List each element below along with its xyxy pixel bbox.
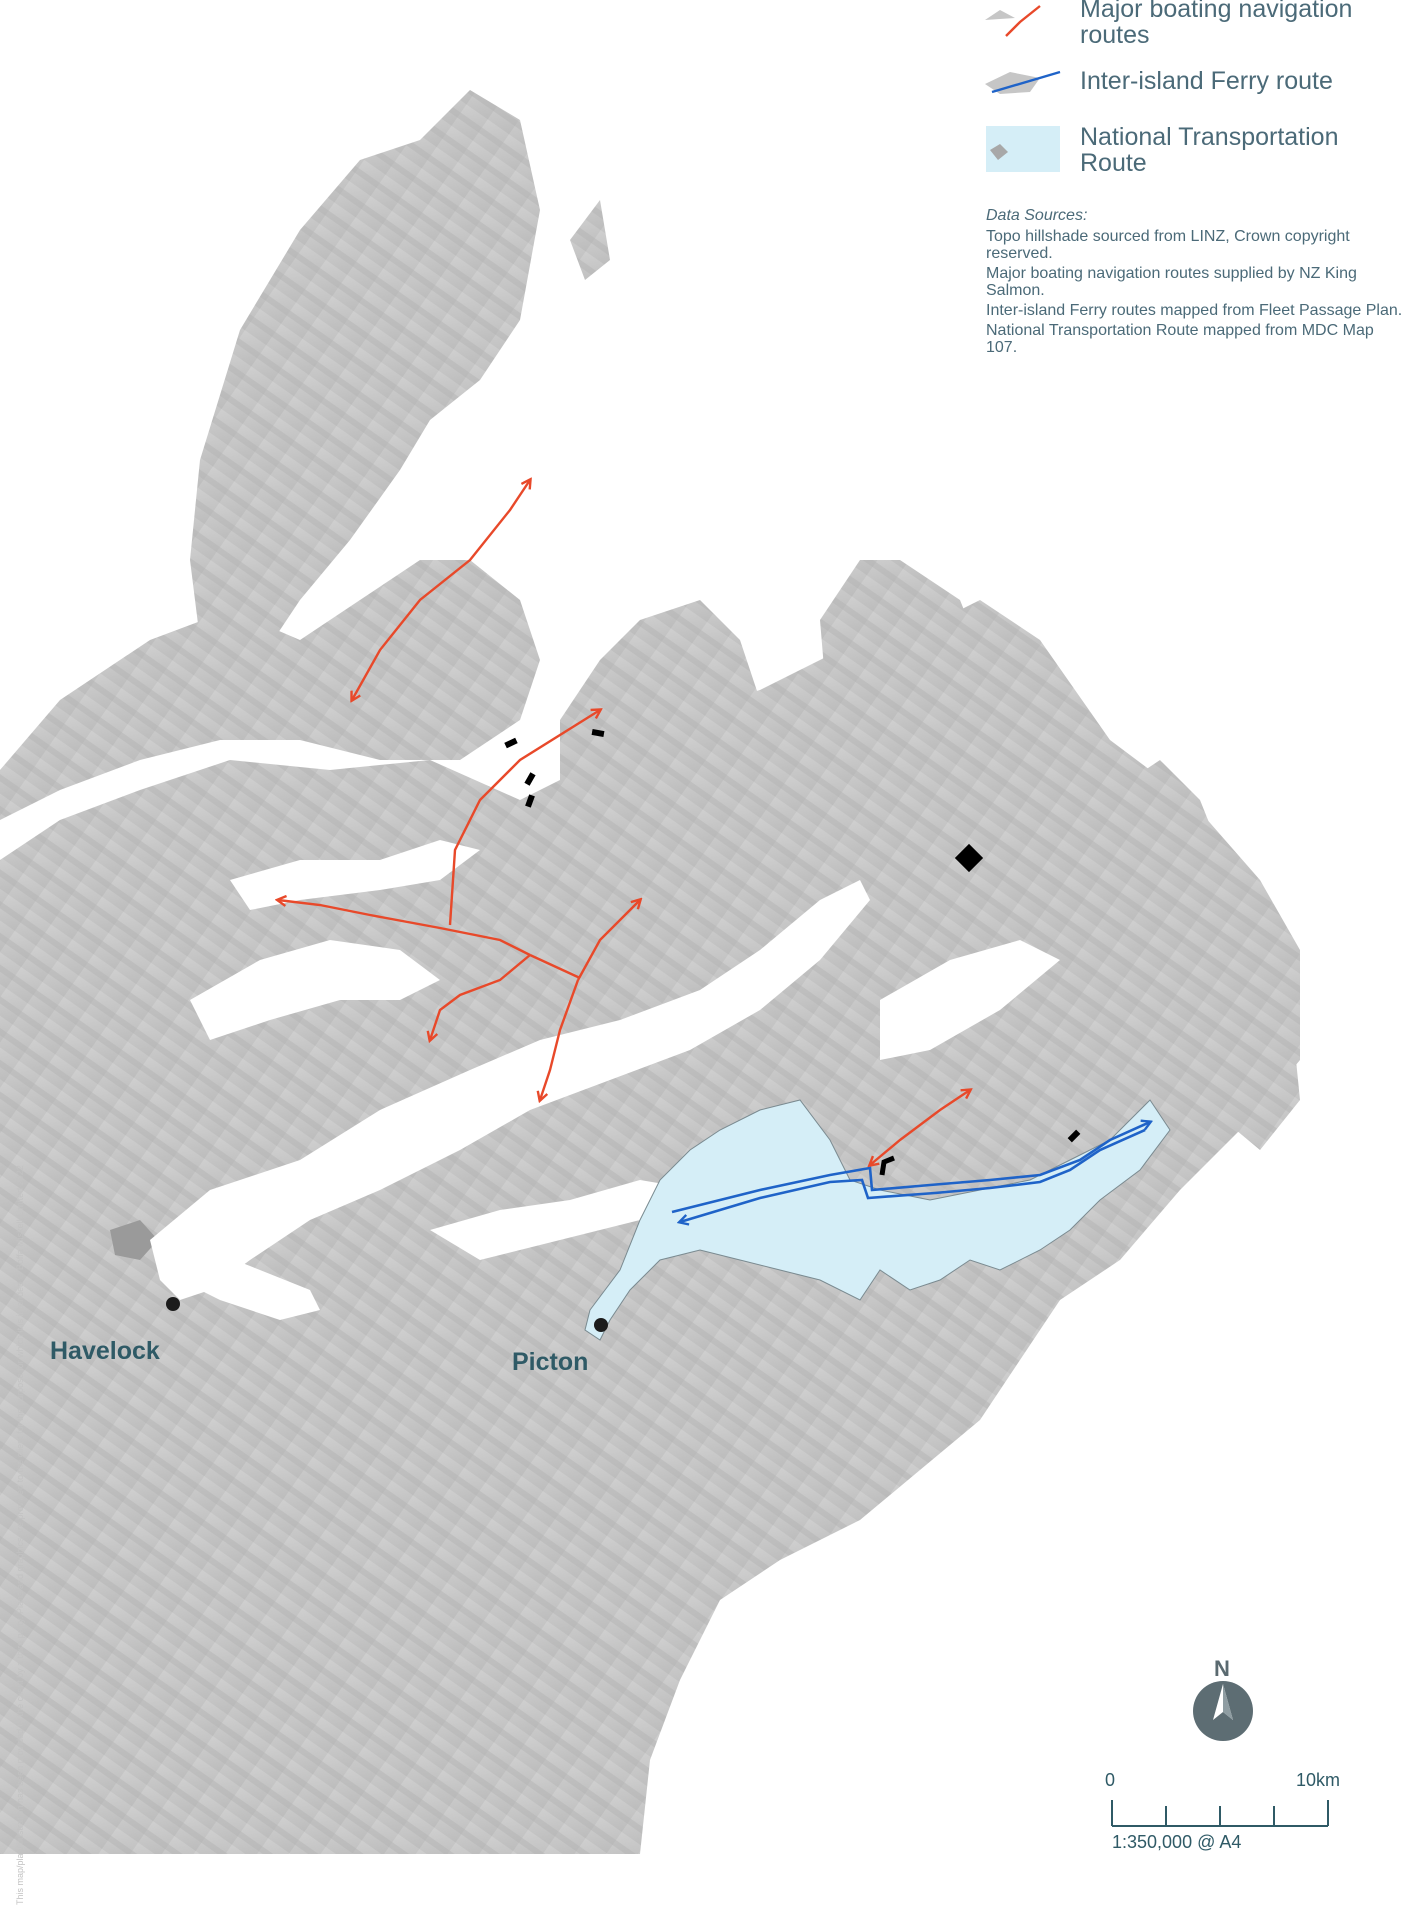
legend-row-ntr: National Transportation Route xyxy=(986,124,1380,176)
boating-route-north xyxy=(352,480,530,700)
legend-row-ferry: Inter-island Ferry route xyxy=(986,68,1380,114)
site-marker xyxy=(591,729,605,737)
boating-route-tory xyxy=(870,1090,970,1165)
pelorus-arm-north xyxy=(230,840,480,910)
legend-ferry-swatch xyxy=(985,72,1040,94)
scale-end-label: 10km xyxy=(1296,1770,1341,1790)
site-marker xyxy=(524,772,536,786)
legend-swatch-spacer xyxy=(986,124,1062,170)
legend-label-ferry: Inter-island Ferry route xyxy=(1080,67,1333,95)
pelorus-arm-west xyxy=(190,940,440,1040)
legend-label-ntr: National Transportation Route xyxy=(1080,123,1339,177)
north-arrow xyxy=(1193,1681,1253,1741)
data-source-line: Inter-island Ferry routes mapped from Fl… xyxy=(986,302,1403,319)
data-source-line: Topo hillshade sourced from LINZ, Crown … xyxy=(986,228,1350,262)
boating-route-branch-s xyxy=(540,979,580,1100)
boating-route-branch-sw xyxy=(430,954,531,1040)
legend-boating-line xyxy=(1005,5,1041,37)
data-source-line: National Transportation Route mapped fro… xyxy=(986,322,1374,356)
land-north-isle xyxy=(570,200,610,280)
place-label-havelock: Havelock xyxy=(50,1337,160,1365)
channel-inner xyxy=(430,1180,700,1260)
data-sources-heading: Data Sources: xyxy=(986,207,1088,224)
legend-ntr-blob xyxy=(990,144,1008,160)
town-dot-picton xyxy=(594,1318,608,1332)
site-markers xyxy=(504,729,1081,1176)
havelock-inlet xyxy=(160,1240,320,1320)
boating-route-branch-up xyxy=(448,710,600,926)
town-dot-havelock xyxy=(166,1297,180,1311)
site-marker xyxy=(879,1155,895,1176)
boating-route-main xyxy=(278,900,531,957)
site-marker-diamond xyxy=(954,843,984,873)
boating-route-branch-ne xyxy=(576,900,640,981)
legend-swatches xyxy=(985,5,1061,172)
land-east-head xyxy=(1100,760,1300,1150)
site-marker xyxy=(504,737,518,749)
ferry-route xyxy=(671,1122,1150,1222)
land-peninsula-c xyxy=(820,560,1000,820)
land-d-urville xyxy=(190,90,540,700)
national-transport-route-area xyxy=(584,1099,1171,1341)
legend-boating-swatch xyxy=(985,10,1015,20)
legend-swatch-spacer xyxy=(986,0,1062,42)
legend-ferry-line xyxy=(991,70,1061,94)
sounds-water xyxy=(150,840,1060,1320)
scale-start-label: 0 xyxy=(1105,1770,1116,1790)
north-label: N xyxy=(1214,1656,1230,1681)
land-peninsula-b xyxy=(560,600,760,810)
port-underwood xyxy=(880,940,1060,1060)
data-sources: Data Sources: Topo hillshade sourced fro… xyxy=(986,207,1406,359)
legend-row-boating: Major boating navigation routes xyxy=(986,0,1380,48)
place-label-picton: Picton xyxy=(512,1348,589,1376)
map-canvas[interactable] xyxy=(0,0,1414,1854)
side-disclaimer: This map/plan/illustration has been prov… xyxy=(15,1165,25,1905)
data-source-line: Major boating navigation routes supplied… xyxy=(986,265,1357,299)
north-arrow-needle-dark xyxy=(1223,1684,1233,1720)
pelorus-sound xyxy=(150,880,870,1300)
site-marker xyxy=(525,794,535,808)
site-marker xyxy=(1067,1129,1081,1143)
boating-route-main-east xyxy=(529,953,581,980)
legend-swatch-spacer xyxy=(986,68,1062,114)
scale-ratio-label: 1:350,000 @ A4 xyxy=(1112,1832,1242,1852)
land-islet xyxy=(110,1220,158,1260)
boating-routes xyxy=(278,480,970,1165)
scale-bar xyxy=(1111,1800,1329,1827)
legend-label-boating: Major boating navigation routes xyxy=(1080,0,1353,49)
